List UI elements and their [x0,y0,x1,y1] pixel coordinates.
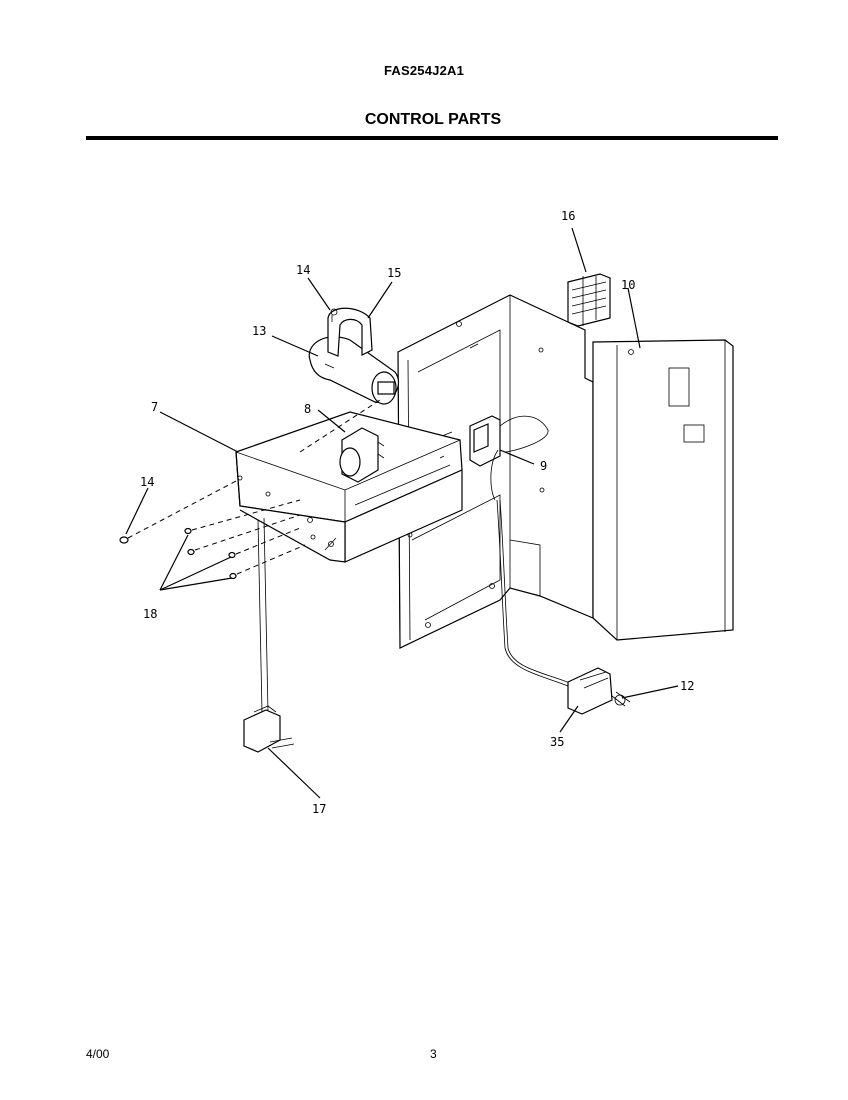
callout-9: 9 [540,459,547,473]
callout-8: 8 [304,402,311,416]
capacitor [308,307,400,405]
callout-7: 7 [151,400,158,414]
explode-lines [127,399,381,575]
terminal-block [567,273,611,327]
power-cord [243,517,295,753]
title-divider [86,136,778,140]
callout-16: 16 [561,209,575,223]
model-number: FAS254J2A1 [383,63,465,78]
callout-14-top: 14 [296,263,310,277]
thermostat-sensor [496,499,631,715]
callout-12: 12 [680,679,694,693]
callout-10: 10 [621,278,635,292]
relay-switch [339,427,385,483]
side-cover-panel [592,339,734,641]
callout-13: 13 [252,324,266,338]
page-number: 3 [430,1047,437,1061]
control-panel-housing [397,294,594,649]
selector-switch [469,415,549,501]
leader-lines [125,227,679,799]
screws [119,527,237,580]
callout-17: 17 [312,802,326,816]
callout-18: 18 [143,607,157,621]
callout-15: 15 [387,266,401,280]
callout-14-left: 14 [140,475,154,489]
callout-35: 35 [550,735,564,749]
revision-date: 4/00 [86,1047,110,1061]
section-title: CONTROL PARTS [364,111,502,128]
